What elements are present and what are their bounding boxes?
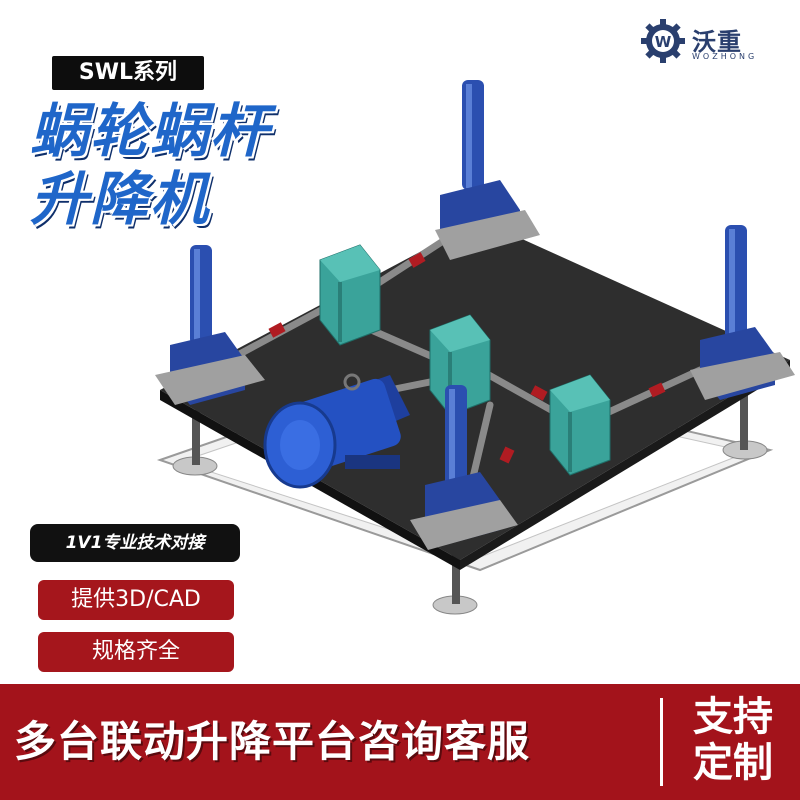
- brand-name-cn: 沃重: [692, 28, 742, 56]
- screw-jack-left: [155, 245, 265, 405]
- custom-text-line1: 支持: [693, 694, 773, 740]
- gearbox-1: [319, 244, 381, 346]
- screw-jack-back: [435, 80, 540, 260]
- banner-divider: [660, 698, 663, 786]
- consult-text: 多台联动升降平台咨询客服: [14, 717, 531, 766]
- headline-line1: 蜗轮蜗杆: [30, 97, 271, 165]
- gearbox-2: [429, 314, 491, 416]
- gearbox-3: [549, 374, 611, 476]
- brand-name-en: WOZHONG: [692, 52, 758, 61]
- couplings: [268, 252, 666, 464]
- series-tag: SWL系列: [52, 56, 204, 90]
- electric-motor: [263, 373, 410, 489]
- lift-platform-illustration: [155, 80, 795, 615]
- bottom-banner: 多台联动升降平台咨询客服 支持 定制: [0, 684, 800, 800]
- brand-logo: W 沃重 WOZHONG: [640, 18, 790, 72]
- screw-jack-front: [410, 385, 518, 550]
- specs-badge: 规格齐全: [38, 632, 234, 672]
- files-badge: 提供3D/CAD: [38, 580, 234, 620]
- gear-logo-icon: W: [641, 19, 685, 63]
- custom-text-line2: 定制: [693, 740, 773, 786]
- logo-letter: W: [655, 33, 672, 51]
- support-badge: 1V1专业技术对接: [30, 524, 240, 562]
- screw-jack-right: [690, 225, 795, 400]
- headline-line2: 升降机: [30, 165, 211, 233]
